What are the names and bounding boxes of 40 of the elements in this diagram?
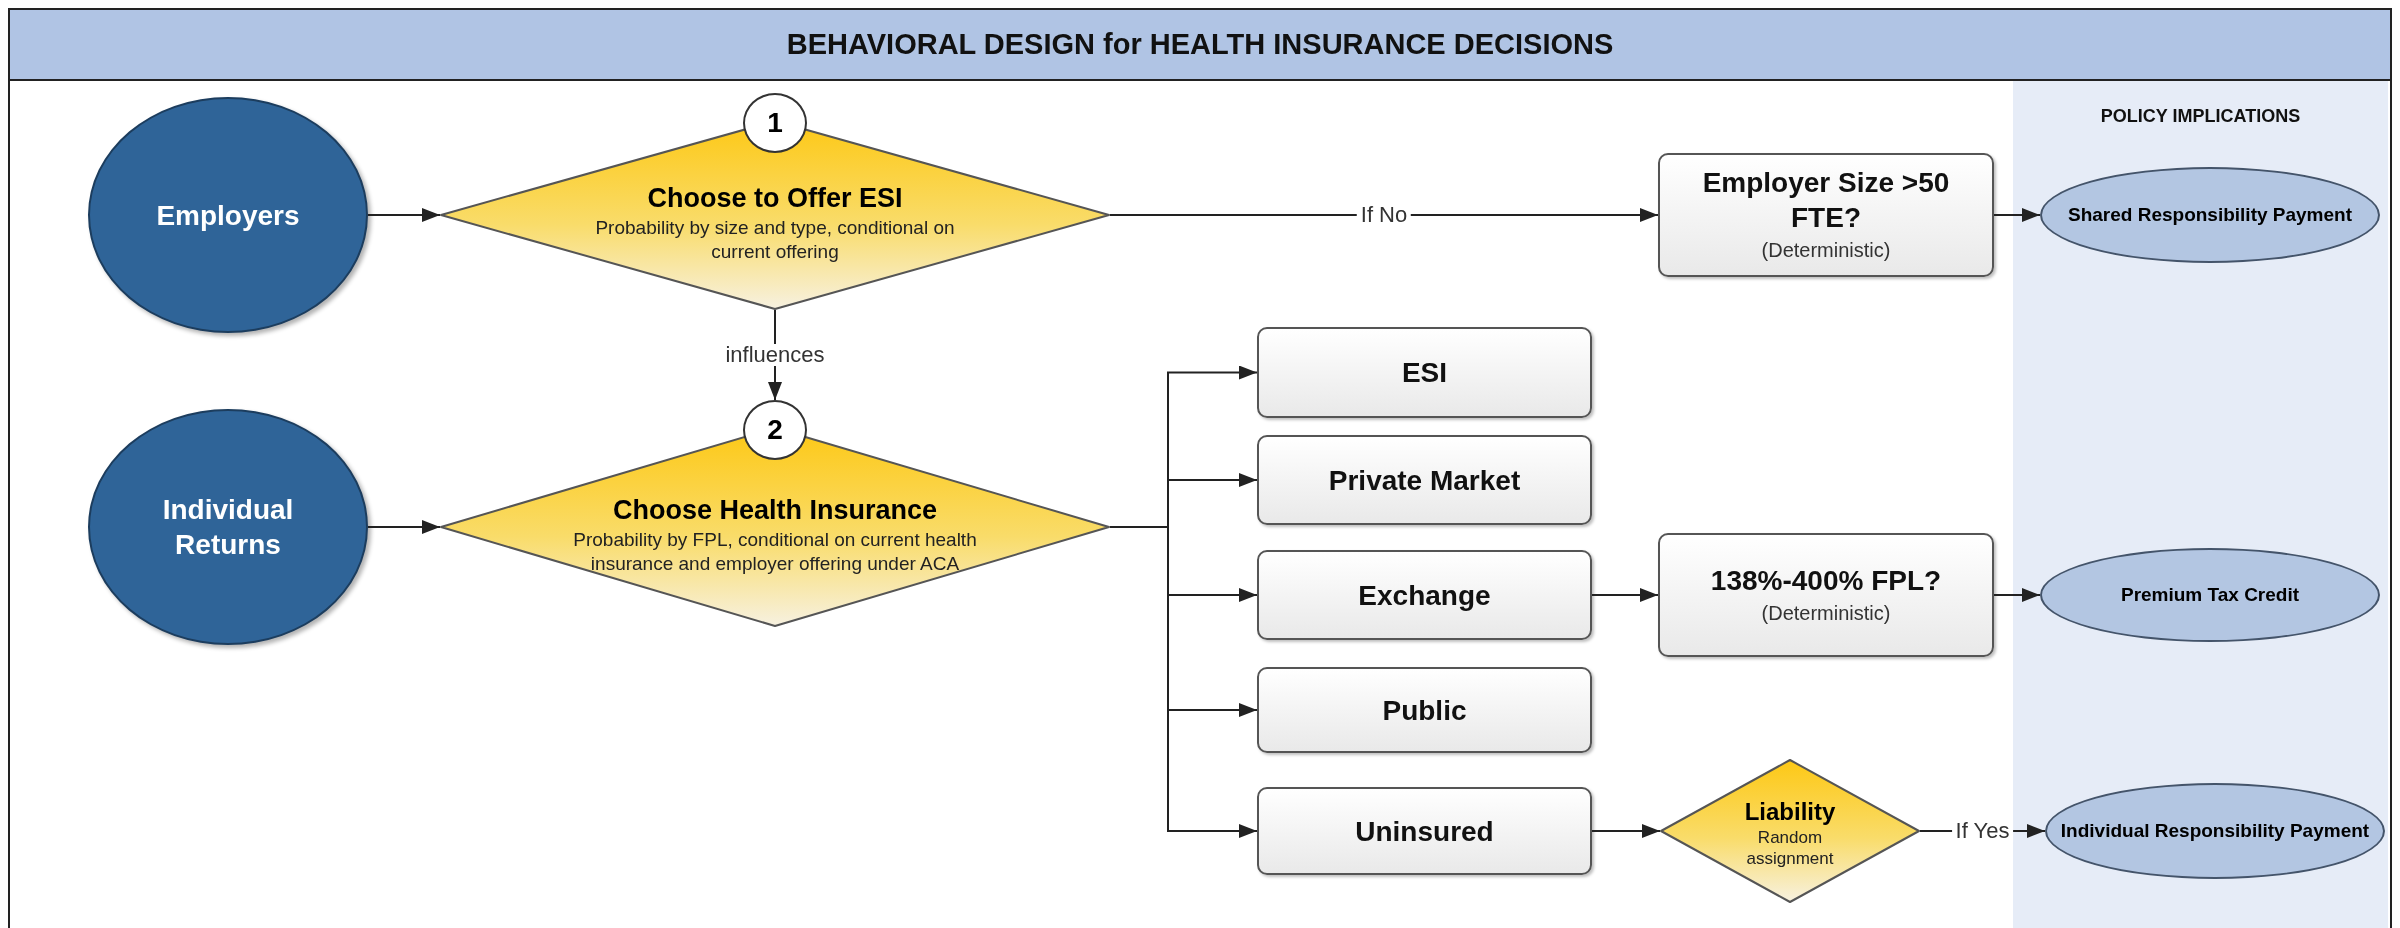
outcome-box (1658, 153, 1994, 277)
diagram-title: BEHAVIORAL DESIGN for HEALTH INSURANCE DECISIONS (786, 26, 1614, 62)
actor-label: Individual Returns (161, 493, 295, 562)
step-number: 2 (767, 413, 783, 447)
outcome-box (1257, 787, 1592, 875)
outcome-label: Individual Responsibility Payment (2060, 819, 2370, 843)
decision-title: Choose to Offer ESI (647, 182, 903, 216)
arrow (1993, 208, 2041, 222)
arrow (1591, 824, 1661, 838)
decision-description: Random assignment (1745, 826, 1835, 870)
actor-label: Employers (156, 198, 300, 233)
arrow (1993, 588, 2041, 602)
box-note: (Deterministic) (1761, 600, 1891, 626)
outcome-label: Premium Tax Credit (2120, 583, 2300, 607)
box-title: Public (1382, 693, 1467, 728)
box-title: Employer Size >50 FTE? (1701, 166, 1951, 235)
arrow (1591, 588, 1659, 602)
box-title: Private Market (1328, 463, 1521, 498)
outcome-box (1658, 533, 1994, 657)
policy-panel (2013, 81, 2388, 928)
decision-title: Liability (1744, 796, 1836, 827)
box-title: 138%-400% FPL? (1710, 563, 1942, 598)
panel-heading: POLICY IMPLICATIONS (2099, 105, 2302, 128)
arrow (1109, 208, 1659, 222)
outcome-box (1257, 435, 1592, 525)
decision-description: Probability by FPL, conditional on current health insurance and employer offering under ACA (572, 528, 978, 576)
decision-diamond (1660, 759, 1920, 903)
outcome-label: Shared Responsibility Payment (2068, 203, 2352, 227)
box-title: ESI (1401, 356, 1448, 390)
box-title: Uninsured (1355, 814, 1494, 849)
arrow (367, 208, 441, 222)
arrow (367, 520, 441, 534)
outcome-box (1257, 327, 1592, 418)
box-note: (Deterministic) (1761, 238, 1891, 263)
step-number: 1 (767, 106, 783, 140)
box-title: Exchange (1358, 578, 1491, 613)
outcome-box (1257, 667, 1592, 753)
decision-description: Probability by size and type, conditional on current offering (594, 216, 956, 264)
decision-title: Choose Health Insurance (612, 494, 938, 528)
outcome-box (1257, 550, 1592, 640)
